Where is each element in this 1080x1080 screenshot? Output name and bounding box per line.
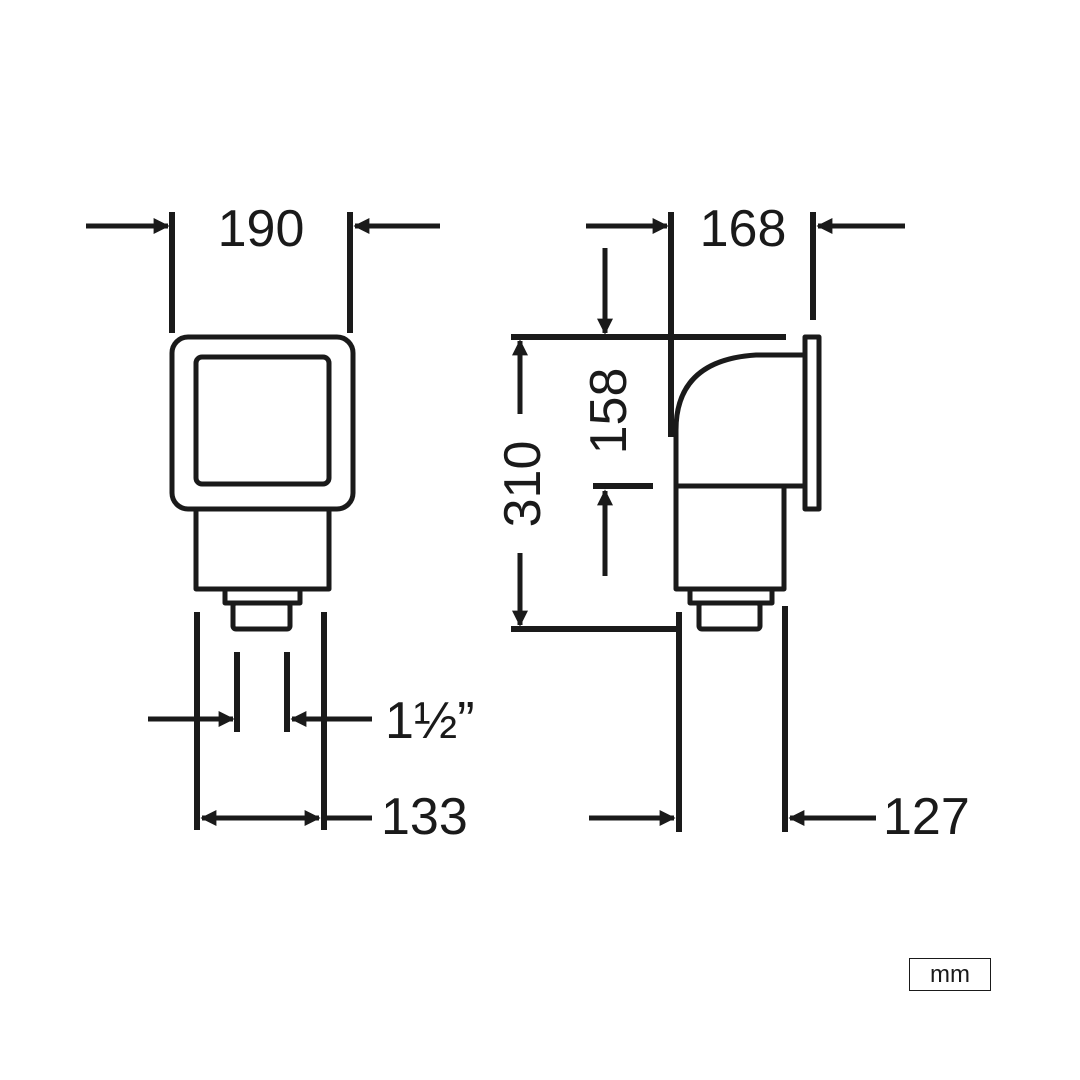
dim-label-190: 190 <box>218 200 305 258</box>
dim-label-158: 158 <box>580 368 638 455</box>
dim-label-310: 310 <box>494 441 552 528</box>
front-housing <box>193 506 332 592</box>
side-elbow <box>673 352 808 489</box>
front-opening <box>193 354 332 487</box>
dim-label-133: 133 <box>381 788 468 846</box>
units-label: mm <box>909 958 991 991</box>
dim-label-168: 168 <box>700 200 787 258</box>
dim-label-thread: 1½” <box>385 692 475 750</box>
side-nozzle <box>696 600 763 632</box>
side-flange <box>802 334 822 512</box>
front-view: 190 1½” 133 <box>86 200 475 846</box>
dim-label-127: 127 <box>883 788 970 846</box>
front-nozzle <box>230 600 293 632</box>
side-housing <box>673 483 787 592</box>
side-view: 168 310 158 127 <box>494 200 970 846</box>
